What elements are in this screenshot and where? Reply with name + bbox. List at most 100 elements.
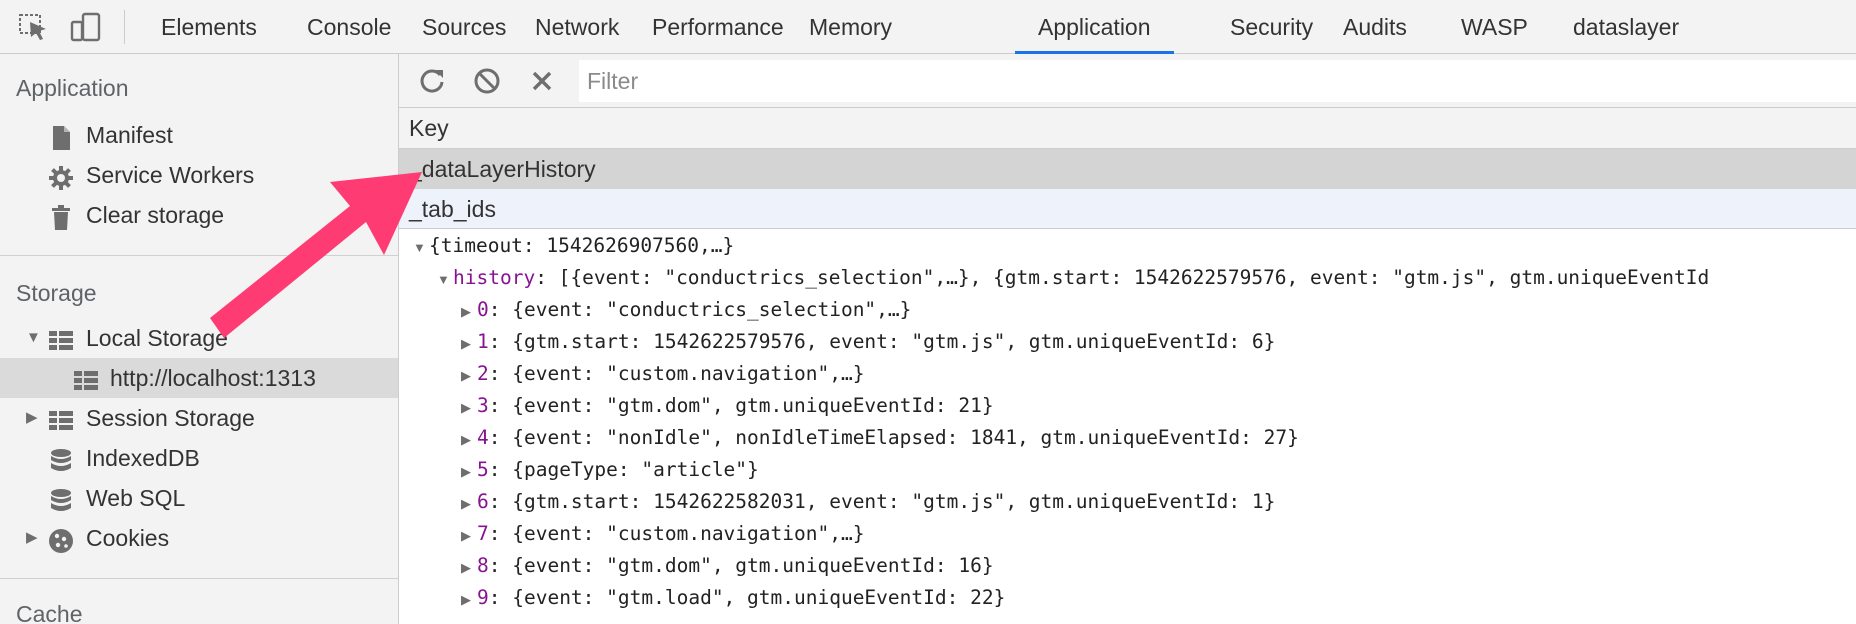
entry-index: 5 <box>477 458 489 481</box>
tab-dataslayer[interactable]: dataslayer <box>1573 14 1680 40</box>
collapsed-triangle-icon[interactable]: ▶ <box>26 409 38 426</box>
table-row[interactable]: _dataLayerHistory <box>399 149 1856 189</box>
preview-history[interactable]: ▼history: [{event: "conductrics_selectio… <box>437 263 1709 293</box>
file-icon <box>48 123 74 150</box>
collapsed-triangle-icon[interactable]: ▶ <box>461 336 471 351</box>
sidebar-item-indexeddb[interactable]: IndexedDB <box>0 438 398 478</box>
list-item[interactable]: ▶2: {event: "custom.navigation",…} <box>461 359 864 389</box>
sidebar-item-session-storage[interactable]: ▶ Session Storage <box>0 398 398 438</box>
sidebar-item-web-sql[interactable]: Web SQL <box>0 478 398 518</box>
entry-value: {gtm.start: 1542622582031, event: "gtm.j… <box>512 490 1276 513</box>
sidebar-item-label: Local Storage <box>86 325 228 351</box>
collapsed-triangle-icon[interactable]: ▶ <box>461 496 471 511</box>
table-row[interactable]: _tab_ids <box>399 189 1856 229</box>
cookie-icon <box>48 526 74 553</box>
tab-wasp[interactable]: WASP <box>1461 14 1528 40</box>
application-sidebar: Application Manifest Service Workers <box>0 54 399 624</box>
toolbar-divider <box>124 10 125 44</box>
collapsed-triangle-icon[interactable]: ▶ <box>461 400 471 415</box>
colon: : <box>535 266 559 289</box>
colon: : <box>488 362 513 385</box>
list-item[interactable]: ▶4: {event: "nonIdle", nonIdleTimeElapse… <box>461 423 1299 453</box>
expanded-triangle-icon[interactable]: ▼ <box>26 329 41 346</box>
section-title-storage: Storage <box>16 280 97 306</box>
entry-value: {event: "nonIdle", nonIdleTimeElapsed: 1… <box>512 426 1299 449</box>
list-item[interactable]: ▶6: {gtm.start: 1542622582031, event: "g… <box>461 487 1275 517</box>
close-icon[interactable] <box>526 65 558 97</box>
sidebar-item-clear-storage[interactable]: Clear storage <box>0 195 398 235</box>
entry-index: 8 <box>477 554 489 577</box>
table-icon <box>48 406 74 432</box>
sidebar-item-service-workers[interactable]: Service Workers <box>0 155 398 195</box>
sidebar-item-label: Service Workers <box>86 162 255 188</box>
section-title-cache: Cache <box>16 601 83 624</box>
value-preview: ▼{timeout: 1542626907560,…} ▼history: [{… <box>399 231 1856 624</box>
collapsed-triangle-icon[interactable]: ▶ <box>461 528 471 543</box>
sidebar-item-label: Session Storage <box>86 405 255 431</box>
sidebar-item-label: Manifest <box>86 122 173 148</box>
sidebar-item-label: http://localhost:1313 <box>110 365 316 391</box>
collapsed-triangle-icon[interactable]: ▶ <box>461 368 471 383</box>
list-item[interactable]: ▶0: {event: "conductrics_selection",…} <box>461 295 911 325</box>
device-toggle-icon[interactable] <box>70 12 102 42</box>
storage-viewer: Key _dataLayerHistory _tab_ids ▼{timeout… <box>399 54 1856 624</box>
collapsed-triangle-icon[interactable]: ▶ <box>461 592 471 607</box>
tab-memory[interactable]: Memory <box>809 14 893 40</box>
tab-elements[interactable]: Elements <box>161 14 257 40</box>
tab-sources[interactable]: Sources <box>422 14 507 40</box>
database-icon <box>48 486 74 512</box>
table-icon <box>73 366 99 392</box>
entry-index: 1 <box>477 330 489 353</box>
colon: : <box>488 522 513 545</box>
entry-index: 6 <box>477 490 489 513</box>
list-item[interactable]: ▶ 7: {event: "custom.navigation",…} <box>461 519 864 549</box>
collapsed-triangle-icon[interactable]: ▶ <box>461 560 471 575</box>
entry-value: {event: "custom.navigation",…} <box>512 362 865 385</box>
entry-value: {event: "gtm.dom", gtm.uniqueEventId: 21… <box>512 394 994 417</box>
list-item[interactable]: ▶ 5: {pageType: "article"} <box>461 455 759 485</box>
entry-index: 3 <box>477 394 489 417</box>
entry-value: {event: "custom.navigation",…} <box>512 522 865 545</box>
expanded-triangle-icon[interactable]: ▼ <box>437 272 450 287</box>
collapsed-triangle-icon[interactable]: ▶ <box>461 464 471 479</box>
colon: : <box>488 330 513 353</box>
collapsed-triangle-icon[interactable]: ▶ <box>26 529 38 546</box>
sidebar-item-label: Web SQL <box>86 485 186 511</box>
entry-value: {event: "conductrics_selection",…} <box>512 298 912 321</box>
list-item[interactable]: ▶9: {event: "gtm.load", gtm.uniqueEventI… <box>461 583 1005 613</box>
sidebar-item-local-storage[interactable]: ▼ Local Storage <box>0 318 398 358</box>
tab-application[interactable]: Application <box>1015 0 1174 54</box>
colon: : <box>488 458 513 481</box>
expanded-triangle-icon[interactable]: ▼ <box>413 240 426 255</box>
list-item[interactable]: ▶8: {event: "gtm.dom", gtm.uniqueEventId… <box>461 551 994 581</box>
tab-network[interactable]: Network <box>535 14 620 40</box>
block-icon[interactable] <box>471 65 503 97</box>
collapsed-triangle-icon[interactable]: ▶ <box>461 304 471 319</box>
preview-root-text: {timeout: 1542626907560,…} <box>429 234 735 257</box>
sidebar-item-localhost[interactable]: http://localhost:1313 <box>0 358 398 398</box>
colon: : <box>488 298 513 321</box>
entry-value: {event: "gtm.load", gtm.uniqueEventId: 2… <box>512 586 1006 609</box>
sidebar-item-cookies[interactable]: ▶ Cookies <box>0 518 398 558</box>
list-item[interactable]: ▶1: {gtm.start: 1542622579576, event: "g… <box>461 327 1275 357</box>
property-name: history <box>453 266 536 289</box>
tab-security[interactable]: Security <box>1230 14 1314 40</box>
tab-audits[interactable]: Audits <box>1343 14 1407 40</box>
tab-performance[interactable]: Performance <box>652 14 784 40</box>
table-icon <box>48 326 74 352</box>
colon: : <box>488 586 513 609</box>
entry-value: {pageType: "article"} <box>512 458 759 481</box>
gear-icon <box>48 163 74 190</box>
sidebar-item-manifest[interactable]: Manifest <box>0 115 398 155</box>
colon: : <box>488 394 513 417</box>
tab-console[interactable]: Console <box>307 14 392 40</box>
preview-root[interactable]: ▼{timeout: 1542626907560,…} <box>413 231 734 261</box>
cursor-select-icon[interactable] <box>18 12 50 42</box>
list-item[interactable]: ▶ 3: {event: "gtm.dom", gtm.uniqueEventId… <box>461 391 994 421</box>
colon: : <box>488 554 513 577</box>
key-column-header[interactable]: Key <box>399 108 1856 149</box>
filter-input[interactable] <box>579 60 1856 102</box>
collapsed-triangle-icon[interactable]: ▶ <box>461 432 471 447</box>
entry-index: 7 <box>477 522 489 545</box>
refresh-icon[interactable] <box>416 65 448 97</box>
